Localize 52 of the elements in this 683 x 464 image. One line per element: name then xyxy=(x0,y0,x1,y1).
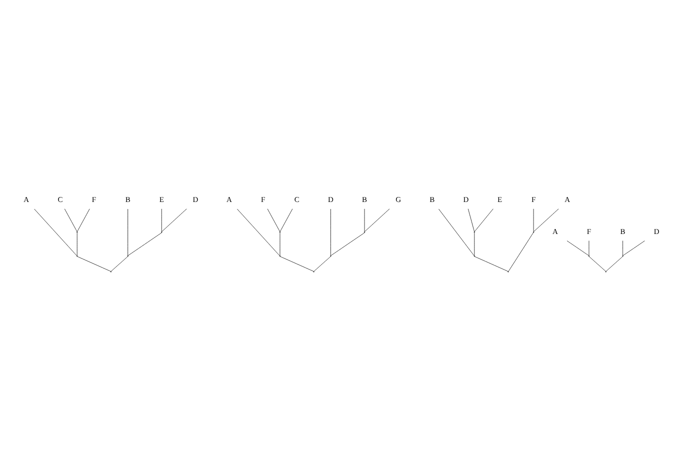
connector xyxy=(606,256,623,272)
node-point xyxy=(533,232,534,233)
connector xyxy=(280,208,293,232)
connector xyxy=(280,256,314,272)
connector xyxy=(533,208,534,232)
node-text: D xyxy=(654,227,660,236)
connector xyxy=(474,256,508,272)
node-text: A xyxy=(226,195,232,204)
node-text: D xyxy=(463,195,469,204)
connector xyxy=(468,208,475,232)
node-text: B xyxy=(125,195,130,204)
connector xyxy=(364,208,390,232)
node-text: A xyxy=(24,195,30,204)
connector xyxy=(330,208,331,256)
connector xyxy=(128,232,162,256)
node-text: B xyxy=(362,195,368,204)
node-text: E xyxy=(159,195,164,204)
connector xyxy=(364,208,365,232)
node-text: C xyxy=(58,195,63,204)
connector xyxy=(474,232,475,256)
connector xyxy=(474,208,494,232)
node-text: F xyxy=(531,195,536,204)
connector xyxy=(330,232,365,256)
connector xyxy=(533,208,559,232)
node-text: E xyxy=(497,195,502,204)
connector xyxy=(314,256,331,272)
connector xyxy=(508,232,534,272)
connector xyxy=(76,208,90,232)
connector xyxy=(236,208,280,256)
node-text: B xyxy=(620,227,626,236)
connector xyxy=(161,208,162,232)
node-text: F xyxy=(92,195,96,204)
node-text: D xyxy=(328,195,334,204)
node-text: F xyxy=(586,227,592,236)
node-point xyxy=(279,256,281,257)
connector xyxy=(267,208,280,232)
node-text: C xyxy=(294,195,300,204)
node-text: F xyxy=(260,195,266,204)
node-point xyxy=(364,232,366,233)
connector xyxy=(110,256,128,272)
node-text: G xyxy=(396,195,402,204)
node-text: D xyxy=(192,195,198,204)
connector xyxy=(438,208,474,256)
connector xyxy=(622,240,645,256)
node-point xyxy=(110,271,112,272)
node-text: A xyxy=(564,195,570,204)
connector xyxy=(622,240,624,256)
connector xyxy=(161,208,187,232)
node-text: A xyxy=(552,227,558,236)
node-point xyxy=(279,232,281,233)
node-text: B xyxy=(430,195,435,204)
connector xyxy=(64,208,78,232)
